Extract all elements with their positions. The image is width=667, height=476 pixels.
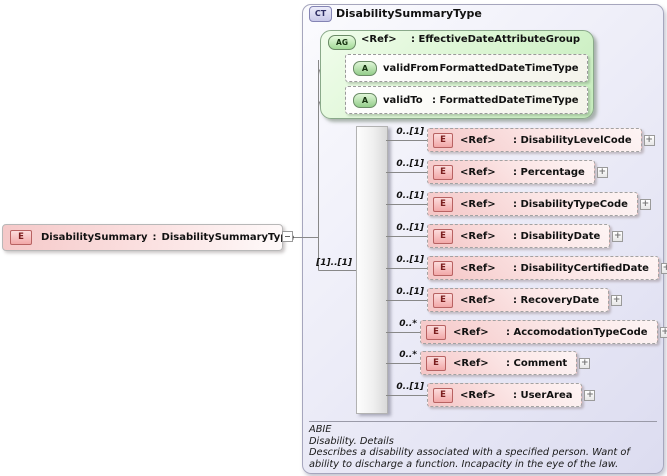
- cardinality-label: 0..[1]: [396, 159, 424, 169]
- attribute-node-validfrom[interactable]: A validFrom : FormattedDateTimeType: [345, 54, 588, 82]
- cardinality-label: 0..[1]: [396, 382, 424, 392]
- attribute-type: : FormattedDateTimeType: [432, 62, 579, 74]
- element-node-percentage[interactable]: E<Ref>: Percentage: [427, 160, 595, 184]
- sequence-compositor-bar: [356, 126, 388, 414]
- cardinality-label: 0..*: [399, 350, 417, 360]
- expand-icon[interactable]: +: [596, 166, 608, 178]
- root-element-node[interactable]: E DisabilitySummary : DisabilitySummaryT…: [2, 224, 294, 251]
- element-badge: E: [426, 355, 446, 371]
- attribute-group-label: <Ref>: EffectiveDateAttributeGroup: [361, 34, 581, 45]
- child-row: 0..[1] E<Ref>: UserArea +: [386, 382, 596, 407]
- element-node-userarea[interactable]: E<Ref>: UserArea: [427, 383, 583, 407]
- attribute-type: : FormattedDateTimeType: [432, 94, 579, 106]
- root-element-type: DisabilitySummaryType: [161, 232, 295, 243]
- cardinality-label: 0..[1]: [396, 287, 424, 297]
- element-badge: E: [433, 260, 453, 276]
- cardinality-label: 0..[1]: [396, 223, 424, 233]
- footer-abbrev: ABIE: [309, 424, 332, 435]
- footer-divider: [309, 421, 657, 422]
- sequence-cardinality: [1]..[1]: [316, 258, 352, 268]
- footer-annotation: ABIE Disability. Details Describes a dis…: [309, 424, 661, 470]
- expand-icon[interactable]: +: [612, 230, 624, 242]
- element-node-disabilitylevelcode[interactable]: E<Ref>: DisabilityLevelCode: [427, 128, 642, 152]
- element-badge: E: [433, 228, 453, 244]
- attribute-name: validTo: [383, 94, 423, 106]
- footer-description: Describes a disability associated with a…: [309, 447, 630, 470]
- element-badge: E: [433, 164, 453, 180]
- cardinality-label: 0..[1]: [396, 255, 424, 265]
- cardinality-label: 0..[1]: [396, 127, 424, 137]
- expand-icon[interactable]: +: [611, 294, 623, 306]
- expand-icon[interactable]: +: [659, 326, 667, 338]
- element-badge: E: [433, 132, 453, 148]
- element-badge: E: [433, 387, 453, 403]
- expand-icon[interactable]: +: [639, 198, 651, 210]
- child-row: 0..[1] E<Ref>: DisabilityTypeCode +: [386, 191, 651, 216]
- element-badge: E: [10, 230, 32, 245]
- child-row: 0..[1] E<Ref>: DisabilityLevelCode +: [386, 127, 655, 152]
- attribute-group-badge: AG: [328, 35, 356, 50]
- complex-type-badge: CT: [309, 6, 332, 22]
- child-row: 0..[1] E<Ref>: RecoveryDate +: [386, 287, 623, 312]
- element-badge: E: [433, 196, 453, 212]
- attribute-badge: A: [353, 92, 377, 108]
- element-badge: E: [426, 324, 446, 340]
- attribute-name: validFrom: [383, 62, 439, 74]
- footer-subtitle: Disability. Details: [309, 435, 394, 447]
- child-row: 0..[1] E<Ref>: DisabilityDate +: [386, 223, 624, 248]
- child-row: 0..[1] E<Ref>: Percentage +: [386, 159, 608, 184]
- cardinality-label: 0..[1]: [396, 191, 424, 201]
- child-row: 0..* E<Ref>: Comment +: [386, 350, 591, 375]
- element-node-disabilitycertifieddate[interactable]: E<Ref>: DisabilityCertifiedDate: [427, 256, 659, 280]
- expand-icon[interactable]: +: [584, 389, 596, 401]
- complex-type-title: DisabilitySummaryType: [336, 7, 482, 20]
- element-node-accomodationtypecode[interactable]: E<Ref>: AccomodationTypeCode: [420, 320, 658, 344]
- cardinality-label: 0..*: [399, 319, 417, 329]
- expand-icon[interactable]: +: [579, 357, 591, 369]
- expand-icon[interactable]: +: [660, 262, 667, 274]
- expand-icon[interactable]: +: [643, 134, 655, 146]
- child-row: 0..* E<Ref>: AccomodationTypeCode +: [386, 319, 667, 344]
- element-badge: E: [433, 292, 453, 308]
- collapse-handle-icon[interactable]: [282, 231, 293, 242]
- separator: :: [152, 232, 157, 243]
- attribute-group-node[interactable]: AG <Ref>: EffectiveDateAttributeGroup A …: [320, 30, 594, 119]
- element-node-comment[interactable]: E<Ref>: Comment: [420, 351, 578, 375]
- element-node-disabilitytypecode[interactable]: E<Ref>: DisabilityTypeCode: [427, 192, 638, 216]
- element-node-disabilitydate[interactable]: E<Ref>: DisabilityDate: [427, 224, 611, 248]
- element-node-recoverydate[interactable]: E<Ref>: RecoveryDate: [427, 288, 610, 312]
- attribute-badge: A: [353, 60, 377, 76]
- attribute-node-validto[interactable]: A validTo : FormattedDateTimeType: [345, 86, 588, 114]
- child-row: 0..[1] E<Ref>: DisabilityCertifiedDate +: [386, 255, 667, 280]
- root-element-name: DisabilitySummary: [41, 232, 148, 243]
